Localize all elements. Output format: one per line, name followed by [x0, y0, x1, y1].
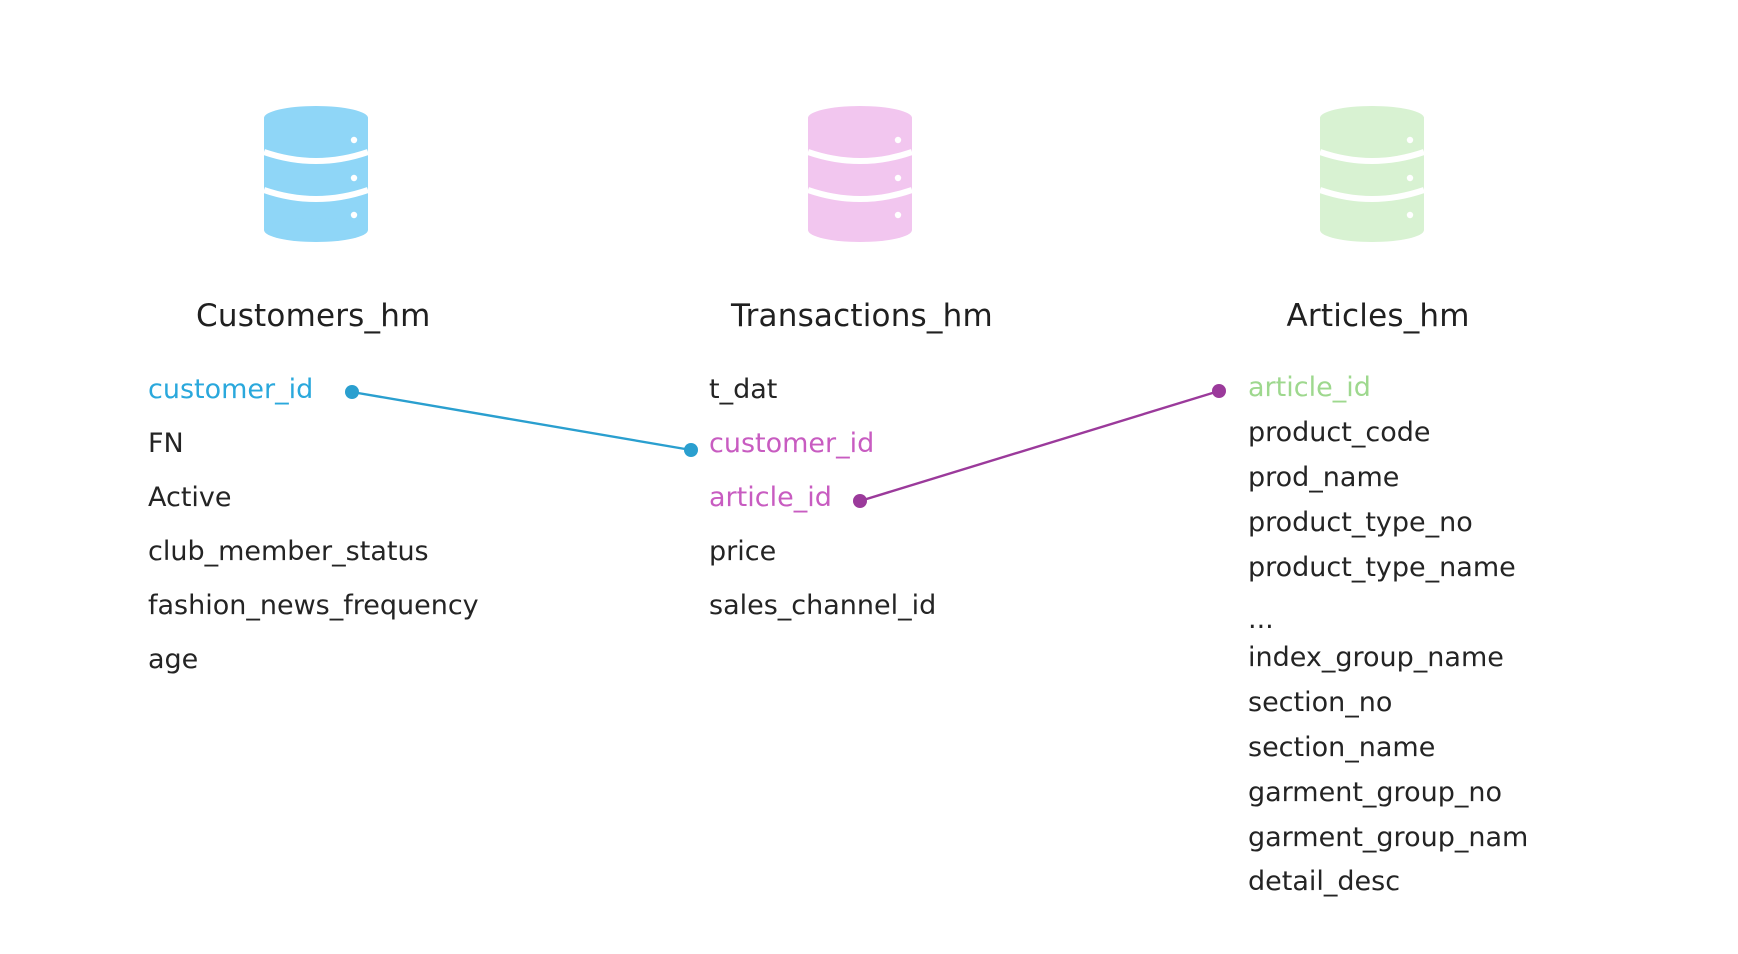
- articles-field-section-name: section_name: [1248, 732, 1436, 763]
- articles-table-title: Articles_hm: [1286, 298, 1470, 334]
- customers-database-icon: [263, 106, 369, 242]
- transactions-field-price: price: [709, 536, 777, 567]
- transactions-table-title: Transactions_hm: [731, 298, 993, 334]
- articles-field-product-type-name: product_type_name: [1248, 552, 1516, 583]
- relationship-line-1: [351, 390, 692, 452]
- customers-field-customer-id: customer_id: [148, 374, 314, 405]
- customers-table-title: Customers_hm: [196, 298, 431, 334]
- relationship-dot-1-1: [345, 385, 359, 399]
- relationship-line-2: [859, 389, 1220, 503]
- articles-field-garment-group-no: garment_group_no: [1248, 777, 1502, 808]
- articles-field-prod-name: prod_name: [1248, 462, 1400, 493]
- articles-field-garment-group-nam: garment_group_nam: [1248, 822, 1529, 853]
- transactions-database-icon: [807, 106, 913, 242]
- articles-field-ellipsis: ...: [1248, 604, 1274, 635]
- relationship-dot-2-1: [853, 494, 867, 508]
- transactions-field-t-dat: t_dat: [709, 374, 778, 405]
- articles-field-product-code: product_code: [1248, 417, 1431, 448]
- transactions-field-customer-id: customer_id: [709, 428, 875, 459]
- articles-field-detail-desc: detail_desc: [1248, 866, 1401, 897]
- customers-field-age: age: [148, 644, 199, 675]
- articles-field-article-id: article_id: [1248, 372, 1371, 403]
- relationship-dot-1-2: [684, 443, 698, 457]
- customers-field-fashion-news-frequency: fashion_news_frequency: [148, 590, 479, 621]
- articles-database-icon: [1319, 106, 1425, 242]
- transactions-field-article-id: article_id: [709, 482, 832, 513]
- customers-field-Active: Active: [148, 482, 232, 513]
- articles-field-section-no: section_no: [1248, 687, 1393, 718]
- transactions-field-sales-channel-id: sales_channel_id: [709, 590, 937, 621]
- articles-field-index-group-name: index_group_name: [1248, 642, 1504, 673]
- relationship-dot-2-2: [1212, 384, 1226, 398]
- customers-field-FN: FN: [148, 428, 184, 459]
- customers-field-club-member-status: club_member_status: [148, 536, 429, 567]
- articles-field-product-type-no: product_type_no: [1248, 507, 1473, 538]
